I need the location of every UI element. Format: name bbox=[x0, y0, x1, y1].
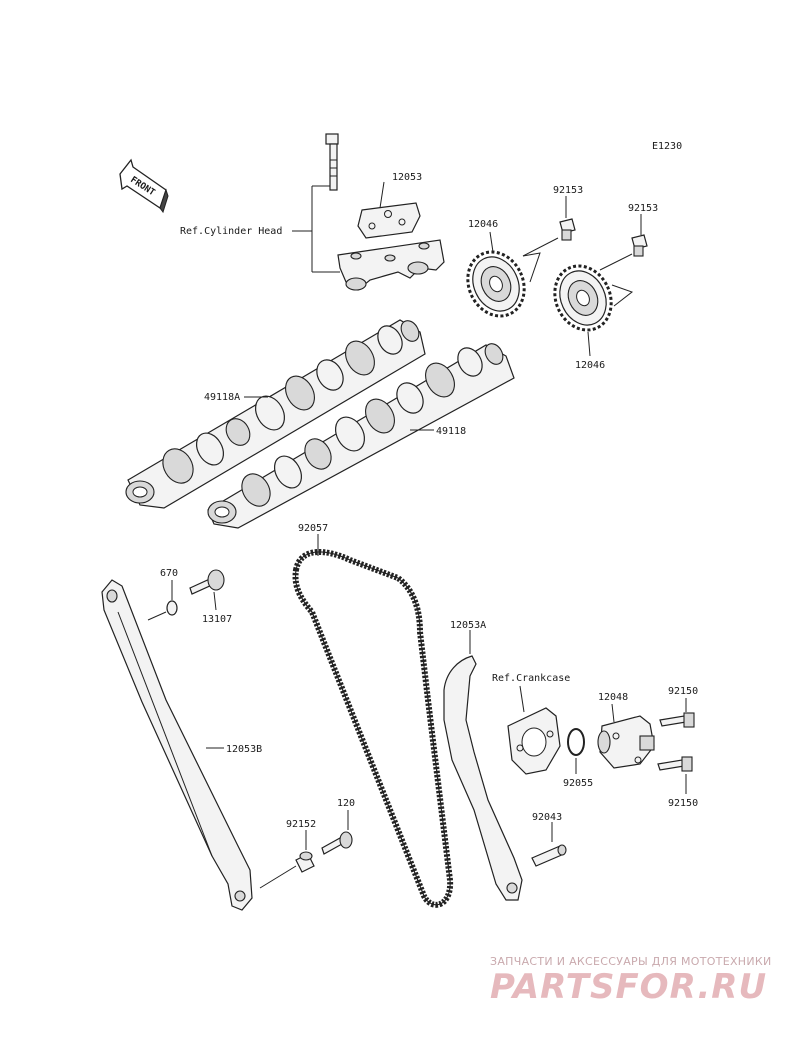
sprocket-bolt-right bbox=[631, 234, 648, 257]
watermark-logo: PARTSFOR.RU bbox=[490, 967, 767, 1007]
tensioner-bolt-bottom bbox=[657, 756, 693, 772]
label-49118a: 49118A bbox=[204, 392, 240, 403]
pin-92043 bbox=[531, 844, 567, 867]
ref-crankcase-label: Ref.Crankcase bbox=[492, 673, 570, 684]
label-120: 120 bbox=[337, 798, 355, 809]
o-ring-92055 bbox=[567, 728, 585, 756]
camshaft-cap bbox=[337, 239, 445, 291]
label-92150-top: 92150 bbox=[668, 686, 698, 697]
chain-guide-12053b bbox=[101, 579, 253, 911]
camshaft-49118 bbox=[207, 343, 515, 529]
washer-670 bbox=[166, 600, 178, 616]
crankcase-mount bbox=[507, 707, 561, 775]
chain-tensioner-12048 bbox=[597, 715, 655, 769]
collar-92152 bbox=[295, 851, 315, 873]
cam-sprocket-bottom bbox=[553, 264, 613, 332]
label-12053a: 12053A bbox=[450, 620, 486, 631]
tensioner-guide-12053a bbox=[443, 655, 523, 901]
watermark-tagline: ЗАПЧАСТИ И АКСЕССУАРЫ ДЛЯ МОТОТЕХНИКИ bbox=[490, 955, 772, 968]
cylinder-head-ref-bracket bbox=[292, 185, 340, 273]
label-92153-left: 92153 bbox=[553, 185, 583, 196]
front-arrow-icon: FRONT bbox=[119, 158, 169, 214]
cam-chain bbox=[292, 548, 454, 908]
label-12053b: 12053B bbox=[226, 744, 262, 755]
diagram-code: E1230 bbox=[652, 141, 682, 152]
label-92043: 92043 bbox=[532, 812, 562, 823]
label-92150-bottom: 92150 bbox=[668, 798, 698, 809]
bolt bbox=[325, 133, 339, 191]
upper-chain-guide bbox=[357, 202, 421, 239]
label-13107: 13107 bbox=[202, 614, 232, 625]
label-12046-top: 12046 bbox=[468, 219, 498, 230]
label-49118: 49118 bbox=[436, 426, 466, 437]
cam-sprocket-top bbox=[466, 250, 526, 318]
guide-bolt-13107 bbox=[189, 569, 225, 595]
sprocket-bolt-left bbox=[559, 218, 576, 241]
tensioner-bolt-top bbox=[659, 712, 695, 728]
camshaft-49118a bbox=[125, 319, 426, 509]
label-92055: 92055 bbox=[563, 778, 593, 789]
label-92152: 92152 bbox=[286, 819, 316, 830]
label-12053: 12053 bbox=[392, 172, 422, 183]
label-92057: 92057 bbox=[298, 523, 328, 534]
label-12046-bottom: 12046 bbox=[575, 360, 605, 371]
bolt-120 bbox=[321, 831, 353, 855]
label-12048: 12048 bbox=[598, 692, 628, 703]
label-92153-right: 92153 bbox=[628, 203, 658, 214]
ref-cylinder-head-label: Ref.Cylinder Head bbox=[180, 226, 282, 237]
label-670: 670 bbox=[160, 568, 178, 579]
